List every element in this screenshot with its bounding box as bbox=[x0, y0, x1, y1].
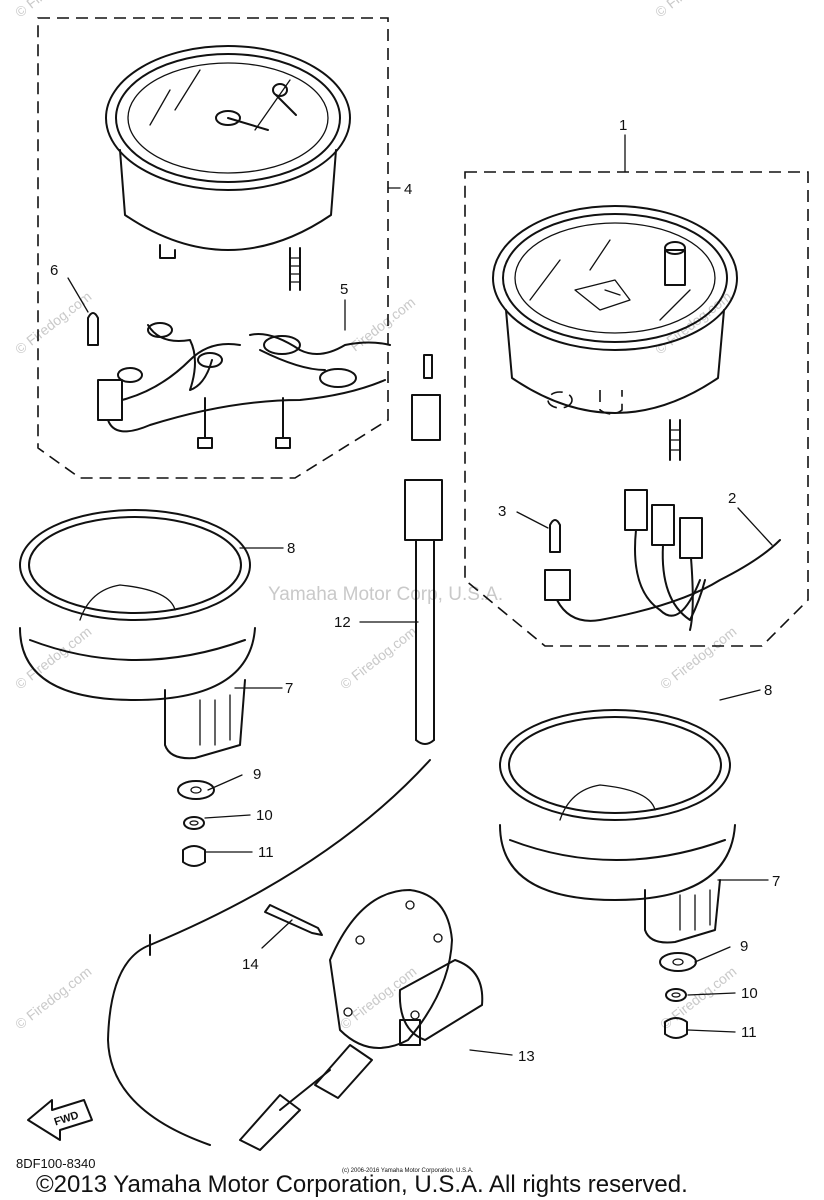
callout-9-left: 9 bbox=[253, 766, 261, 783]
callout-1: 1 bbox=[619, 117, 627, 134]
assembly-4-boundary bbox=[37, 17, 389, 479]
watermark-site: © Firedog.com bbox=[12, 288, 94, 357]
hardware-left bbox=[177, 780, 215, 867]
callout-4: 4 bbox=[404, 181, 412, 198]
watermark-site: © Firedog.com bbox=[652, 0, 734, 20]
callout-7-left: 7 bbox=[285, 680, 293, 697]
callout-10-left: 10 bbox=[256, 807, 273, 824]
callout-3: 3 bbox=[498, 503, 506, 520]
copyright-footer: ©2013 Yamaha Motor Corporation, U.S.A. A… bbox=[36, 1171, 688, 1198]
callout-13: 13 bbox=[518, 1048, 535, 1065]
callout-9-right: 9 bbox=[740, 938, 748, 955]
gauge-speedometer bbox=[492, 205, 738, 461]
watermark-site: © Firedog.com bbox=[12, 963, 94, 1032]
watermark-center: Yamaha Motor Corp, U.S.A. bbox=[268, 584, 503, 605]
gauge-housing-left bbox=[19, 509, 256, 760]
wiring-harness-4 bbox=[87, 312, 391, 449]
callout-10-right: 10 bbox=[741, 985, 758, 1002]
gauge-housing-right bbox=[499, 709, 736, 944]
wiring-harness-1 bbox=[544, 489, 781, 631]
drive-gear-unit bbox=[329, 889, 484, 1049]
watermark-site: © Firedog.com bbox=[657, 623, 739, 692]
watermark-site-short: Firedog.com bbox=[347, 294, 418, 355]
gauge-tachometer bbox=[105, 45, 351, 291]
leader-lines bbox=[67, 134, 773, 1056]
watermark-site: © Firedog.com bbox=[12, 623, 94, 692]
pin-part-14 bbox=[264, 904, 323, 936]
callout-6: 6 bbox=[50, 262, 58, 279]
fwd-arrow-icon: FWD bbox=[27, 1099, 93, 1141]
speedometer-cable bbox=[107, 354, 443, 1151]
callout-7-right: 7 bbox=[772, 873, 780, 890]
part-code: 8DF100-8340 bbox=[16, 1156, 96, 1171]
watermark-site: © Firedog.com bbox=[657, 963, 739, 1032]
watermark-site: © Firedog.com bbox=[337, 963, 419, 1032]
callouts: 1 4 5 6 3 2 8 12 7 8 9 10 11 7 14 9 10 1… bbox=[50, 117, 780, 1065]
fine-print: (c) 2006-2016 Yamaha Motor Corporation, … bbox=[342, 1168, 474, 1174]
callout-14: 14 bbox=[242, 956, 259, 973]
watermark-site: © Firedog.com bbox=[337, 623, 419, 692]
callout-11-right: 11 bbox=[741, 1024, 757, 1041]
callout-5: 5 bbox=[340, 281, 348, 298]
assembly-1-boundary bbox=[464, 171, 809, 647]
callout-2: 2 bbox=[728, 490, 736, 507]
callout-11-left: 11 bbox=[258, 844, 274, 861]
callout-8-right: 8 bbox=[764, 682, 772, 699]
callout-12: 12 bbox=[334, 614, 351, 631]
callout-8-left: 8 bbox=[287, 540, 295, 557]
